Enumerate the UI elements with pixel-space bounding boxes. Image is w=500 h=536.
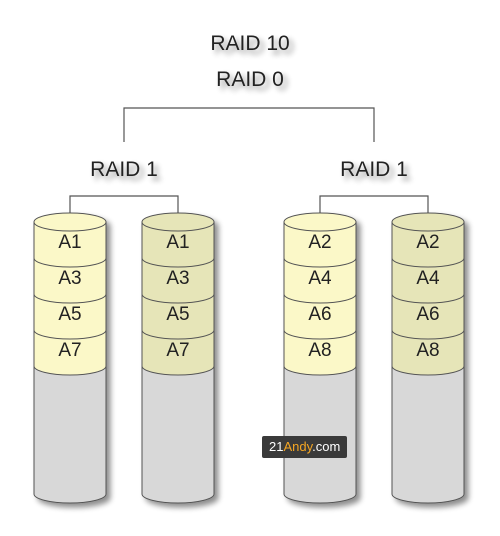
disk-top-cap <box>33 212 107 232</box>
disk-body <box>391 365 465 504</box>
stripe-block <box>33 257 107 304</box>
disk-top-cap <box>283 212 357 232</box>
stripe-block <box>33 329 107 376</box>
block-label: A3 <box>166 268 189 289</box>
raid1-left-label: RAID 1 <box>90 158 158 181</box>
block-label: A8 <box>308 340 331 361</box>
block-label: A4 <box>308 268 332 289</box>
block-label: A2 <box>308 232 331 253</box>
raid0-connector <box>123 107 375 142</box>
watermark-prefix: 21 <box>269 439 284 454</box>
stripe-block <box>33 221 107 268</box>
stripe-block <box>141 221 215 268</box>
stripe-block <box>283 257 357 304</box>
stripe-block <box>391 329 465 376</box>
raid10-title: RAID 10 <box>210 32 289 55</box>
stripe-block <box>141 329 215 376</box>
stripe-block <box>141 257 215 304</box>
raid1-left-connector <box>69 195 179 213</box>
watermark-logo: 21Andy.com <box>262 436 348 458</box>
disk-body <box>283 365 357 504</box>
block-label: A1 <box>166 232 189 253</box>
stripe-block <box>391 293 465 340</box>
block-label: A5 <box>58 304 81 325</box>
stripe-block <box>141 293 215 340</box>
stripe-block <box>283 329 357 376</box>
watermark-suffix: .com <box>312 439 341 454</box>
block-label: A2 <box>416 232 439 253</box>
block-label: A6 <box>416 304 439 325</box>
block-label: A4 <box>416 268 440 289</box>
disk-top-cap <box>391 212 465 232</box>
disk-body <box>141 365 215 504</box>
block-label: A7 <box>166 340 189 361</box>
raid1-right-label: RAID 1 <box>340 158 408 181</box>
block-label: A1 <box>58 232 81 253</box>
block-label: A5 <box>166 304 189 325</box>
block-label: A7 <box>58 340 81 361</box>
block-label: A8 <box>416 340 439 361</box>
stripe-block <box>391 221 465 268</box>
stripe-block <box>283 221 357 268</box>
watermark-accent: Andy <box>283 439 313 454</box>
block-label: A6 <box>308 304 331 325</box>
stripe-block <box>33 293 107 340</box>
stripe-block <box>391 257 465 304</box>
disk-top-cap <box>141 212 215 232</box>
raid0-title: RAID 0 <box>216 68 284 91</box>
block-label: A3 <box>58 268 81 289</box>
disk-body <box>33 365 107 504</box>
stripe-block <box>283 293 357 340</box>
raid1-right-connector <box>319 195 429 213</box>
